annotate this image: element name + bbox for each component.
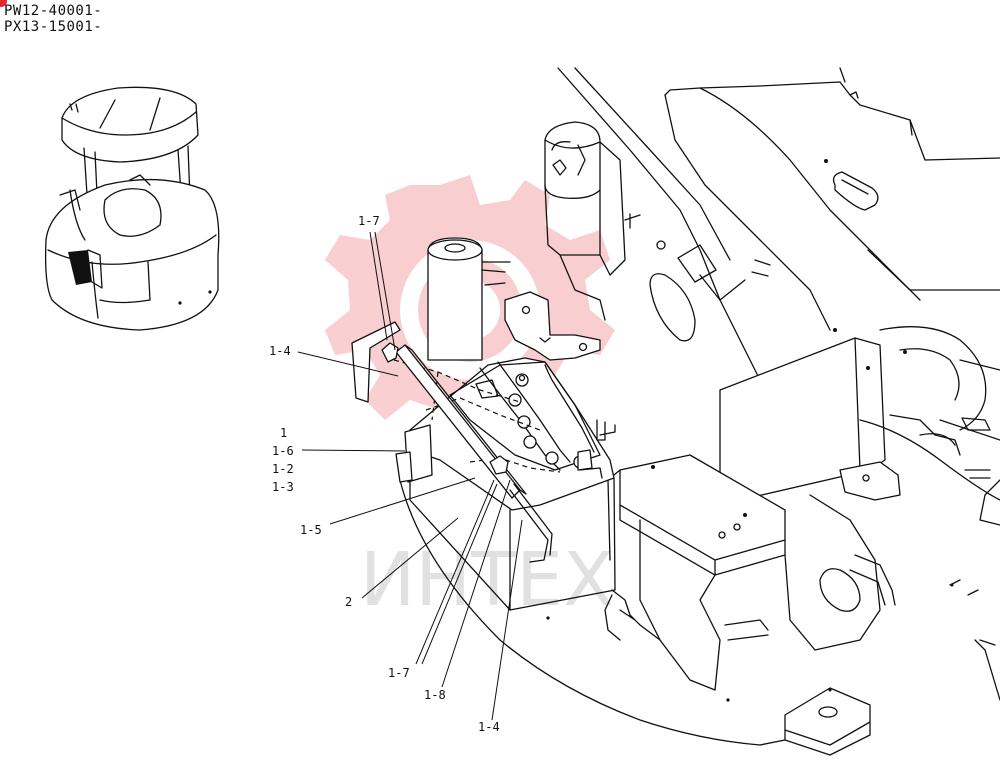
serial-range-2: PX13-15001- (4, 19, 103, 35)
callout-1-4-bottom: 1-4 (478, 720, 500, 734)
callout-1: 1 (280, 426, 287, 440)
callout-1-2: 1-2 (272, 462, 294, 476)
callout-1-4-top: 1-4 (269, 344, 291, 358)
callout-1-3: 1-3 (272, 480, 294, 494)
callout-labels: 1-7 1-4 1 1-6 1-2 1-3 1-5 2 1-7 1-8 1-4 (269, 214, 500, 734)
machine-overview-illustration (44, 86, 220, 331)
serial-range-1: PW12-40001- (4, 3, 103, 19)
callout-leader-lines (297, 231, 523, 721)
callout-1-8: 1-8 (424, 688, 446, 702)
callout-1-7-bottom: 1-7 (388, 666, 410, 680)
battery-assembly (351, 321, 616, 611)
corner-mark-icon (0, 0, 7, 7)
callout-1-6: 1-6 (272, 444, 294, 458)
callout-1-5: 1-5 (300, 523, 322, 537)
callout-1-7-top: 1-7 (358, 214, 380, 228)
callout-2: 2 (345, 595, 352, 609)
frame-structure (399, 67, 1000, 756)
